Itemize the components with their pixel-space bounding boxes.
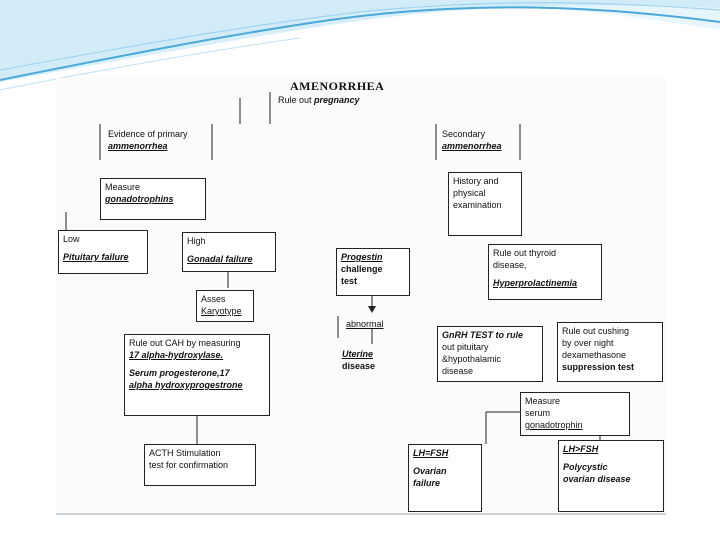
abnormal-label: abnormal xyxy=(342,316,402,330)
acth-stimulation-node: ACTH Stimulation test for confirmation xyxy=(144,444,256,486)
primary-amenorrhea-node: Evidence of primary ammenorrhea xyxy=(104,126,214,156)
measure-serum-line1: Measure xyxy=(525,396,561,406)
secondary-amenorrhea-node: Secondary ammenorrhea xyxy=(438,126,522,156)
history-line3: examination xyxy=(453,200,502,210)
measure-gonadotrophins-node: Measure gonadotrophins xyxy=(100,178,206,220)
history-line2: physical xyxy=(453,188,486,198)
rule-out-cah-node: Rule out CAH by measuring 17 alpha-hydro… xyxy=(124,334,270,416)
gnrh-line4: disease xyxy=(442,366,474,376)
measure-serum-gonadotrophin-node: Measure serum gonadotrophin xyxy=(520,392,630,436)
high-line2: Gonadal failure xyxy=(187,254,253,264)
cushing-line3: dexamethasone xyxy=(562,350,627,360)
rule-out-cushing-node: Rule out cushing by over night dexametha… xyxy=(557,322,663,382)
primary-line1: Evidence of primary xyxy=(108,129,188,139)
measure-serum-line3: gonadotrophin xyxy=(525,420,583,430)
measure-gonado-line1: Measure xyxy=(105,182,141,192)
acth-line2: test for confirmation xyxy=(149,460,229,470)
low-line2: Pituitary failure xyxy=(63,252,129,262)
rule-out-thyroid-node: Rule out thyroid disease, Hyperprolactin… xyxy=(488,244,602,300)
cah-line3: Serum progesterone,17 xyxy=(129,368,230,378)
cushing-line2: by over night xyxy=(562,338,614,348)
karyotype-line2: Karyotype xyxy=(201,306,242,316)
thyroid-line1: Rule out thyroid xyxy=(493,248,557,258)
progestin-challenge-node: Progestin challenge test xyxy=(336,248,410,296)
high-line1: High xyxy=(187,236,206,246)
progestin-line3: test xyxy=(341,276,358,286)
history-line1: History and xyxy=(453,176,499,186)
uterine-line2: disease xyxy=(342,361,376,371)
cah-line2: 17 alpha-hydroxylase. xyxy=(129,350,224,360)
progestin-line1: Progestin xyxy=(341,252,383,262)
gnrh-line2: out pituitary xyxy=(442,342,489,352)
rule-out-pregnancy: Rule out pregnancy xyxy=(278,95,360,105)
assess-karyotype-node: Asses Karyotype xyxy=(196,290,254,322)
thyroid-line2: disease, xyxy=(493,260,527,270)
lh-fsh-gt-line1: LH>FSH xyxy=(563,444,599,454)
cah-line4: alpha hydroxyprogestrone xyxy=(129,380,243,390)
high-gonadal-node: High Gonadal failure xyxy=(182,232,276,272)
measure-gonado-line2: gonadotrophins xyxy=(105,194,174,204)
ovarian-failure-node: LH=FSH Ovarian failure xyxy=(408,444,482,512)
polycystic-ovarian-node: LH>FSH Polycystic ovarian disease xyxy=(558,440,664,512)
secondary-line1: Secondary xyxy=(442,129,486,139)
decorative-wave-banner xyxy=(0,0,720,91)
lh-fsh-gt-line2: Polycystic xyxy=(563,462,608,472)
cah-line1: Rule out CAH by measuring xyxy=(129,338,241,348)
karyotype-line1: Asses xyxy=(201,294,226,304)
lh-fsh-eq-line3: failure xyxy=(413,478,441,488)
uterine-disease-node: Uterine disease xyxy=(338,346,398,376)
progestin-line2: challenge xyxy=(341,264,383,274)
history-exam-node: History and physical examination xyxy=(448,172,522,236)
gnrh-line1: GnRH TEST to rule xyxy=(442,330,523,340)
low-pituitary-node: Low Pituitary failure xyxy=(58,230,148,274)
secondary-line2: ammenorrhea xyxy=(442,141,502,151)
uterine-line1: Uterine xyxy=(342,349,374,359)
gnrh-line3: &hypothalamic xyxy=(442,354,502,364)
measure-serum-line2: serum xyxy=(525,408,551,418)
gnrh-test-node: GnRH TEST to rule out pituitary &hypotha… xyxy=(437,326,543,382)
thyroid-line3: Hyperprolactinemia xyxy=(493,278,578,288)
acth-line1: ACTH Stimulation xyxy=(149,448,221,458)
rule-out-text: Rule out xyxy=(278,95,315,105)
cushing-line4: suppression test xyxy=(562,362,635,372)
lh-fsh-eq-line1: LH=FSH xyxy=(413,448,449,458)
lh-fsh-gt-line3: ovarian disease xyxy=(563,474,631,484)
primary-line2: ammenorrhea xyxy=(108,141,168,151)
low-line1: Low xyxy=(63,234,80,244)
diagram-title: AMENORRHEA xyxy=(290,79,385,93)
rule-out-emph: pregnancy xyxy=(314,95,360,105)
cushing-line1: Rule out cushing xyxy=(562,326,630,336)
lh-fsh-eq-line2: Ovarian xyxy=(413,466,447,476)
abnormal-text: abnormal xyxy=(346,319,384,329)
